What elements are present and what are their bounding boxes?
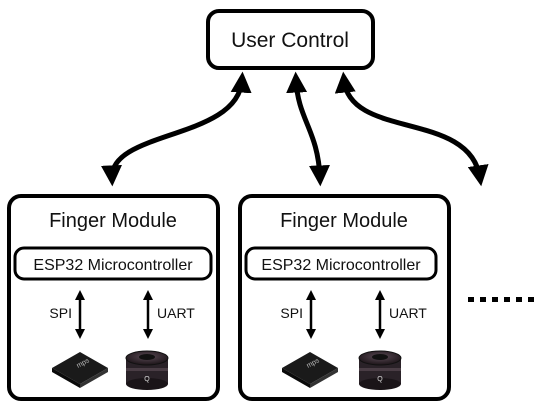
control-links xyxy=(101,71,489,187)
servo-motor-icon: Q xyxy=(125,350,169,390)
finger-module-2: Finger Module ESP32 Microcontroller SPI … xyxy=(238,194,451,401)
microcontroller-label: ESP32 Microcontroller xyxy=(33,257,193,274)
user-control-label: User Control xyxy=(231,29,349,52)
svg-text:Q: Q xyxy=(144,376,150,383)
microcontroller-label: ESP32 Microcontroller xyxy=(261,257,421,274)
module-title: Finger Module xyxy=(280,210,408,232)
sensor-chip-icon: mps xyxy=(282,352,338,388)
sensor-chip-icon: mps xyxy=(52,352,108,388)
ellipsis-dots xyxy=(468,297,534,302)
servo-motor-icon: Q xyxy=(358,350,402,390)
spi-label: SPI xyxy=(280,305,303,321)
link-arrow-module-more xyxy=(334,71,489,187)
link-arrow-module-1 xyxy=(101,71,252,187)
module-title: Finger Module xyxy=(49,210,177,232)
link-arrow-module-2 xyxy=(286,71,330,187)
user-control-node: User Control xyxy=(206,9,375,70)
uart-label: UART xyxy=(157,305,195,321)
finger-module-1: Finger Module ESP32 Microcontroller SPI … xyxy=(7,194,220,401)
uart-label: UART xyxy=(389,305,427,321)
svg-text:Q: Q xyxy=(377,376,383,383)
spi-label: SPI xyxy=(49,305,72,321)
